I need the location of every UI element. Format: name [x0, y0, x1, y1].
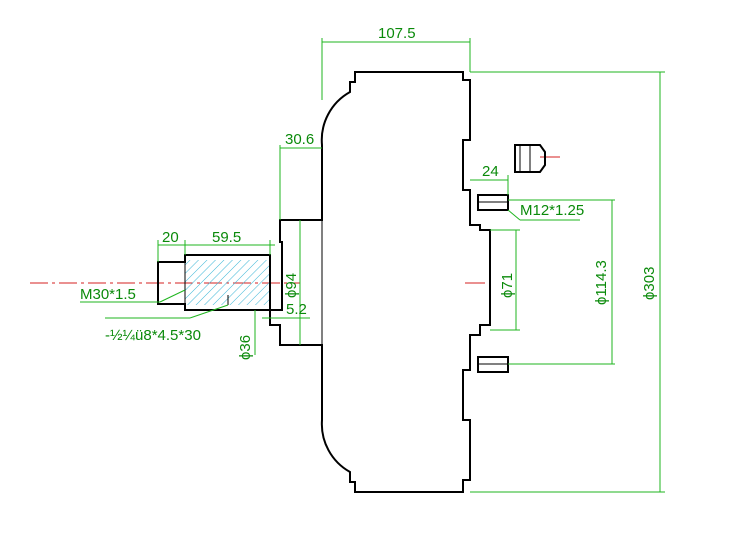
dim-shaft-20: 20 [162, 229, 179, 246]
dimension-lines [80, 38, 665, 493]
dim-stud-offset: 24 [482, 163, 499, 180]
stud-top [477, 194, 509, 211]
dim-spline-spec: -½¼ü8*4.5*30 [105, 327, 201, 344]
dim-shoulder-52: 5.2 [286, 301, 307, 318]
dim-stud-thread: M12*1.25 [520, 202, 584, 219]
dim-shaft-36: ϕ36 [237, 335, 254, 360]
dim-shaft-59: 59.5 [212, 229, 241, 246]
dim-shaft-thread: M30*1.5 [80, 286, 136, 303]
dim-bore-71: ϕ71 [499, 273, 516, 298]
dim-pcd-114: ϕ114.3 [593, 260, 610, 305]
dim-flange-offset: 30.6 [285, 131, 314, 148]
dim-hub-94: ϕ94 [283, 273, 300, 298]
shaft-outline [157, 254, 271, 311]
dim-od-303: ϕ303 [641, 267, 658, 300]
lug-nut [514, 144, 546, 173]
stud-bottom [477, 356, 509, 373]
dim-overall-length: 107.5 [378, 25, 416, 42]
dimension-labels: 107.5 30.6 24 M12*1.25 ϕ71 ϕ114.3 ϕ303 ϕ… [80, 25, 658, 360]
